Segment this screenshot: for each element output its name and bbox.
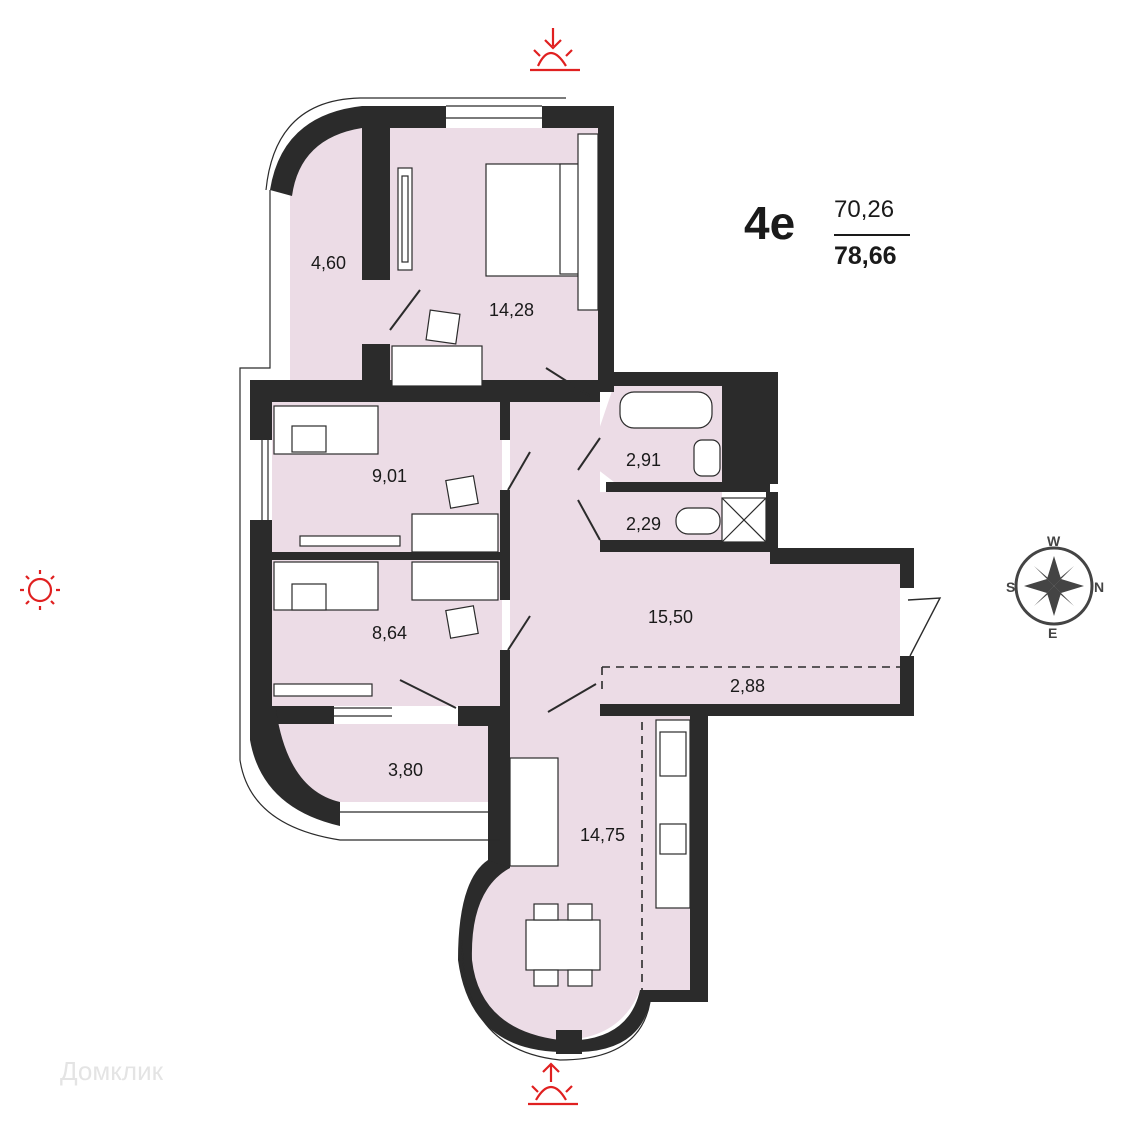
compass-s-label: S [1006, 579, 1015, 595]
kitchen-area-label: 14,75 [580, 825, 625, 845]
compass-n-label: N [1094, 579, 1104, 595]
walls [250, 106, 914, 1054]
zone-dashes [601, 666, 900, 990]
furniture [273, 133, 767, 987]
window-lines [239, 97, 651, 1061]
compass-w-label: W [1047, 533, 1061, 549]
doors [389, 289, 942, 713]
area-divider [834, 234, 910, 236]
bedroom-3-area-label: 8,64 [372, 623, 407, 643]
flat-code-label: 4е [744, 197, 796, 249]
sun-left-icon [20, 570, 60, 610]
sun-bottom-icon [528, 1062, 578, 1106]
bathroom-area-label: 2,91 [626, 450, 661, 470]
compass-rose [1014, 546, 1094, 626]
sun-top-icon [530, 28, 580, 72]
living-area-value: 70,26 [834, 196, 895, 223]
total-area-value: 78,66 [834, 242, 897, 270]
corridor-area-label: 2,88 [730, 676, 765, 696]
wardrobe-room [290, 128, 372, 385]
watermark-text: Домклик [60, 1056, 163, 1086]
compass-e-label: E [1048, 625, 1057, 641]
bedroom-2-area-label: 9,01 [372, 466, 407, 486]
toilet-area-label: 2,29 [626, 514, 661, 534]
hall-area-label: 15,50 [648, 607, 693, 627]
balcony-room [276, 724, 500, 802]
wardrobe-area-label: 4,60 [311, 253, 346, 273]
bedroom-main-area-label: 14,28 [489, 300, 534, 320]
balcony-area-label: 3,80 [388, 760, 423, 780]
